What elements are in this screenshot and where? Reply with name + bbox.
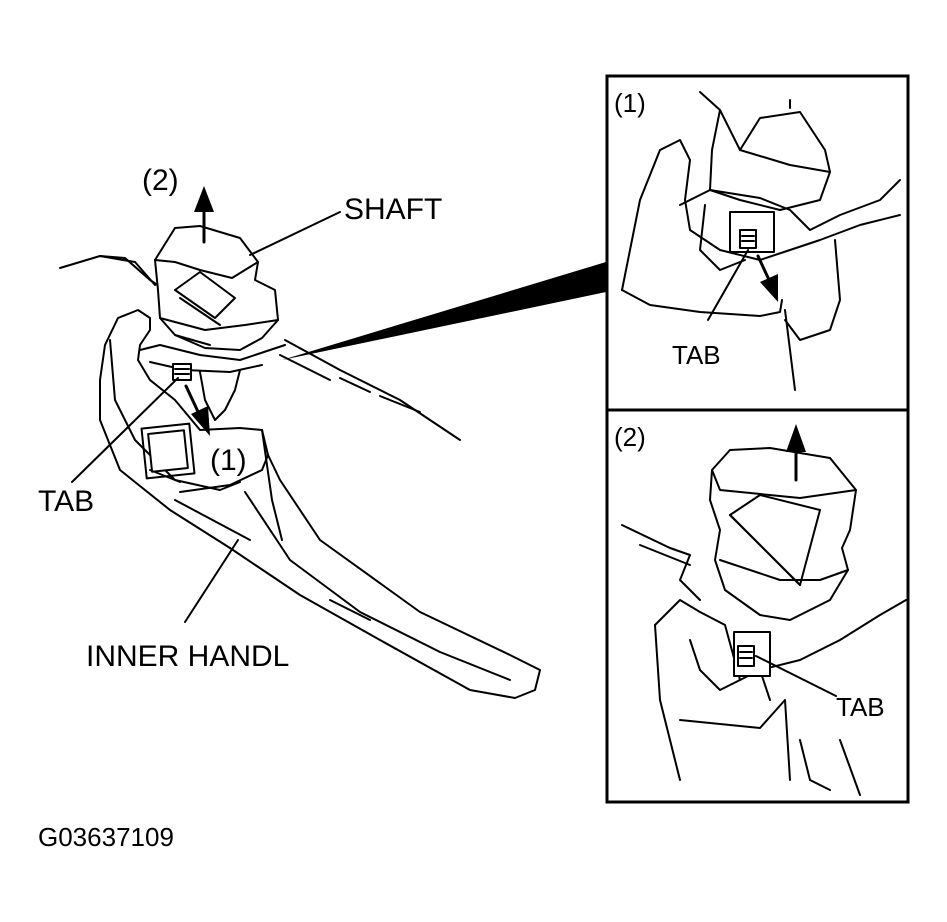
shaft-label: SHAFT <box>344 193 442 226</box>
inset-1-tab-label: TAB <box>672 340 721 370</box>
pull-up-arrow <box>194 186 214 244</box>
inset-2-tab-label: TAB <box>836 692 885 722</box>
inset-2-step-label: (2) <box>614 422 646 452</box>
inset-1-tab-leader-line <box>707 249 749 321</box>
inset-1-press-arrow <box>756 254 772 284</box>
callout-pointer <box>282 262 606 360</box>
main-step-2-label: (2) <box>142 164 179 197</box>
shaft-leader-line <box>249 211 341 256</box>
figure-id: G03637109 <box>38 822 174 852</box>
inner-handle-leader-line <box>184 539 239 623</box>
inner-handle-label: INNER HANDL <box>86 640 289 673</box>
tab-leader-line <box>71 377 179 483</box>
inset-1-step-label: (1) <box>614 88 646 118</box>
shaft <box>139 225 286 421</box>
inset-panel: (1) TAB (2) <box>605 74 910 804</box>
main-step-1-label: (1) <box>210 444 247 477</box>
main-view: (2) (1) SHAFT TAB INNER HANDL <box>38 164 541 699</box>
main-tab-label: TAB <box>38 485 94 518</box>
inner-handle <box>99 309 541 699</box>
inset-2: (2) TAB <box>614 422 907 796</box>
press-down-arrow <box>184 384 210 436</box>
inset-2-tab-leader-line <box>755 655 837 697</box>
inset-1: (1) TAB <box>614 88 901 391</box>
